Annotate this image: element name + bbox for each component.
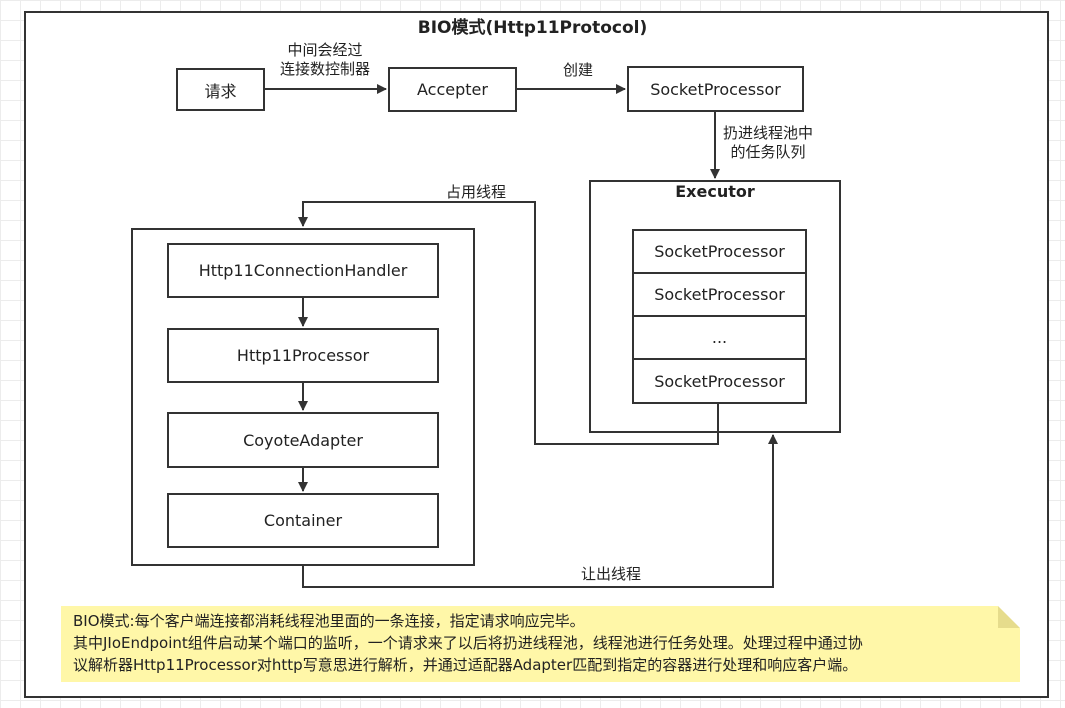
executor-title: Executor bbox=[675, 182, 755, 201]
socket-processor-box: SocketProcessor bbox=[627, 66, 804, 112]
container-box: Container bbox=[167, 493, 439, 548]
release-thread-label: 让出线程 bbox=[580, 565, 641, 583]
accepter-box: Accepter bbox=[388, 67, 517, 112]
coyote-adapter-box: CoyoteAdapter bbox=[167, 412, 439, 468]
release-thread-arrow bbox=[302, 434, 778, 588]
via-controller-label: 中间会经过 连接数控制器 bbox=[268, 41, 382, 79]
to-pool-line2: 的任务队列 bbox=[730, 143, 806, 161]
note-line-3: 议解析器Http11Processor对http写意思进行解析，并通过适配器Ad… bbox=[73, 656, 858, 674]
occupy-thread-label: 占用线程 bbox=[445, 183, 506, 201]
via-controller-line1: 中间会经过 bbox=[287, 41, 363, 59]
http11-processor-box: Http11Processor bbox=[167, 328, 439, 383]
create-label: 创建 bbox=[562, 61, 593, 79]
note-line-1: BIO模式:每个客户端连接都消耗线程池里面的一条连接，指定请求响应完毕。 bbox=[73, 612, 585, 630]
diagram-title: BIO模式(Http11Protocol) bbox=[417, 18, 648, 38]
executor-task: SocketProcessor bbox=[632, 272, 807, 317]
note-fold-corner bbox=[998, 606, 1020, 628]
http11-connection-handler-box: Http11ConnectionHandler bbox=[167, 243, 439, 298]
note-line-2: 其中JIoEndpoint组件启动某个端口的监听，一个请求来了以后将扔进线程池，… bbox=[73, 634, 863, 652]
via-controller-line2: 连接数控制器 bbox=[279, 60, 370, 78]
executor-task: SocketProcessor bbox=[632, 358, 807, 404]
to-pool-line1: 扔进线程池中 bbox=[722, 124, 813, 142]
request-box: 请求 bbox=[176, 68, 265, 111]
to-pool-label: 扔进线程池中 的任务队列 bbox=[710, 124, 826, 162]
occupy-thread-arrow bbox=[298, 201, 719, 445]
explanation-note: BIO模式:每个客户端连接都消耗线程池里面的一条连接，指定请求响应完毕。 其中J… bbox=[61, 606, 1020, 682]
executor-task: SocketProcessor bbox=[632, 229, 807, 274]
